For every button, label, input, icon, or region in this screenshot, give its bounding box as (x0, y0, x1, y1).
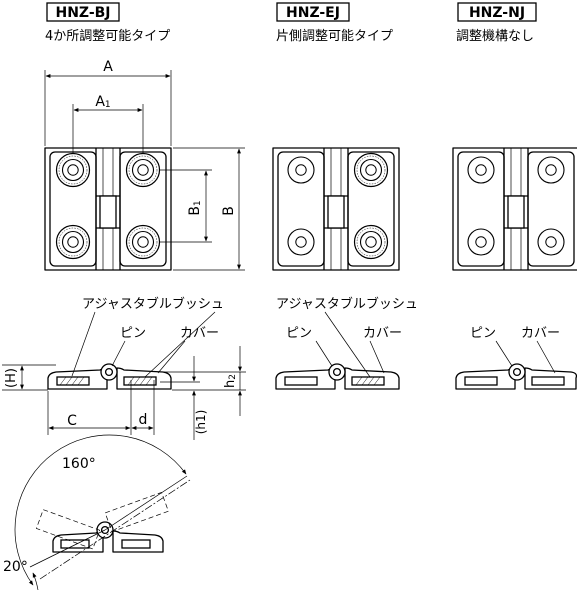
dimension-h2-label: h2 (223, 374, 238, 388)
side-view-nj (455, 363, 577, 390)
callout-cover-label: カバー (180, 326, 219, 341)
dimension-b: B (173, 147, 245, 271)
dimension-a-label: A (103, 59, 113, 75)
model-description-ej: 片側調整可能タイプ (276, 29, 393, 44)
dimension-h1: (h1) (160, 356, 208, 440)
side-view-ej (275, 363, 400, 390)
model-title-ej: HNZ-EJ 片側調整可能タイプ (276, 2, 393, 44)
adjustable-bushing-icon (55, 152, 91, 188)
mounting-hole-icon (537, 228, 565, 256)
dimension-c-label: C (67, 413, 77, 429)
callout-pin-label: ピン (286, 326, 312, 341)
mounting-hole-icon (467, 228, 495, 256)
dimension-b-label: B (221, 206, 237, 216)
adjustable-bushing-icon (55, 224, 91, 260)
callouts-ej: アジャスタブルブッシュ ピン カバー (276, 296, 418, 378)
callout-pin-label: ピン (120, 326, 146, 341)
adjustable-bushing-icon (353, 224, 389, 260)
front-view-bj (44, 147, 172, 271)
model-code-bj: HNZ-BJ (55, 5, 110, 21)
mounting-hole-icon (537, 156, 565, 184)
mounting-hole-icon (287, 228, 315, 256)
mounting-hole-icon (467, 156, 495, 184)
callout-bushing-label: アジャスタブルブッシュ (82, 296, 224, 312)
dimension-d: d (131, 380, 155, 435)
callout-cover-label: カバー (363, 326, 402, 341)
front-view-nj (452, 147, 577, 271)
callouts-nj: ピン カバー (470, 326, 560, 374)
model-code-nj: HNZ-NJ (469, 5, 525, 21)
dimension-b1-label: B1 (187, 200, 203, 215)
dimension-h-label: (H) (4, 368, 19, 388)
opening-angle-view: 160° 20° (3, 434, 191, 591)
model-title-nj: HNZ-NJ 調整機構なし (456, 2, 537, 44)
angle-20-label: 20° (3, 559, 28, 575)
side-view-bj (47, 363, 172, 390)
front-view-ej (272, 147, 400, 271)
adjustable-bushing-icon (125, 224, 161, 260)
callout-cover-label: カバー (521, 326, 560, 341)
dimension-h2: h2 (160, 346, 246, 416)
callout-bushing-label: アジャスタブルブッシュ (276, 296, 418, 312)
angle-160-label: 160° (62, 456, 96, 472)
adjustable-bushing-icon (353, 152, 389, 188)
dimension-b1: B1 (160, 169, 212, 243)
model-description-nj: 調整機構なし (456, 29, 534, 44)
mounting-hole-icon (287, 156, 315, 184)
dimension-a1-label: A1 (95, 94, 110, 110)
dimension-h: (H) (2, 364, 56, 391)
dimension-c: C (47, 380, 132, 435)
callouts-bj: アジャスタブルブッシュ ピン カバー (71, 296, 224, 378)
adjustable-bushing-icon (125, 152, 161, 188)
callout-pin-label: ピン (470, 326, 496, 341)
model-code-ej: HNZ-EJ (286, 5, 340, 21)
dimension-a1: A1 (72, 94, 144, 154)
dimension-d-label: d (139, 412, 148, 428)
dimension-h1-label: (h1) (194, 410, 208, 435)
dimension-a: A (44, 59, 172, 146)
model-description-bj: 4か所調整可能タイプ (45, 29, 170, 44)
model-title-bj: HNZ-BJ 4か所調整可能タイプ (45, 2, 170, 44)
